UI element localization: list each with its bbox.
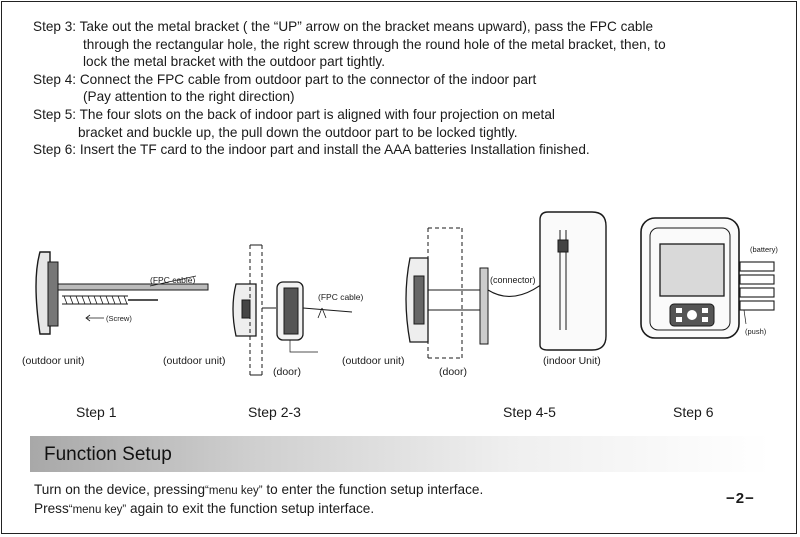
step-3-line-3: lock the metal bracket with the outdoor … [83, 54, 385, 70]
function-line-2-end: again to exit the function setup interfa… [126, 501, 375, 516]
diagrams-svg: (FPC cable) (Screw) (outdoor unit) (FPC … [22, 211, 778, 378]
step-6-line-1: Step 6: Insert the TF card to the indoor… [33, 142, 590, 158]
label-push: (push) [745, 327, 767, 336]
step-3-line-2: through the rectangular hole, the right … [83, 36, 666, 52]
caption-step-1: Step 1 [76, 404, 117, 420]
label-indoor-unit: (indoor Unit) [543, 355, 601, 367]
caption-step-6: Step 6 [673, 404, 714, 420]
label-door-2: (door) [439, 366, 467, 378]
menu-key-label-1: “menu key” [205, 485, 263, 497]
step-5-line-1: Step 5: The four slots on the back of in… [33, 106, 555, 122]
step-6: Step 6: Insert the TF card to the indoor… [33, 141, 783, 159]
label-outdoor-unit-2: (outdoor unit) [163, 355, 225, 367]
step-3: Step 3: Take out the metal bracket ( the… [33, 18, 783, 71]
step-4-line-1: Step 4: Connect the FPC cable from outdo… [33, 71, 537, 87]
step23-diagram [232, 244, 353, 376]
label-outdoor-unit-1: (outdoor unit) [22, 355, 84, 367]
function-line-2: Press“menu key” again to exit the functi… [34, 500, 483, 519]
label-battery: (battery) [750, 245, 778, 254]
function-line-1: Turn on the device, pressing“menu key” t… [34, 481, 483, 500]
function-line-1-end: to enter the function setup interface. [262, 482, 484, 497]
section-header-bar [30, 436, 770, 472]
installation-diagrams: (FPC cable) (Screw) (outdoor unit) (FPC … [0, 200, 800, 400]
menu-key-label-2: “menu key” [68, 504, 127, 516]
step-4-line-2: (Pay attention to the right direction) [83, 89, 295, 105]
page-number: −2− [726, 490, 755, 507]
step-4: Step 4: Connect the FPC cable from outdo… [33, 71, 783, 106]
step45-diagram [405, 211, 607, 359]
step-3-line-1: Step 3: Take out the metal bracket ( the… [33, 19, 654, 34]
label-connector: (connector) [490, 275, 536, 285]
label-fpc-cable-2: (FPC cable) [318, 292, 364, 302]
section-title: Function Setup [44, 444, 172, 465]
label-outdoor-unit-3: (outdoor unit) [342, 355, 404, 367]
caption-step-2-3: Step 2-3 [248, 404, 301, 420]
installation-steps: Step 3: Take out the metal bracket ( the… [33, 18, 783, 159]
function-line-1-start: Turn on the device, pressing [34, 482, 206, 497]
step-5-line-2: bracket and buckle up, the pull down the… [78, 124, 518, 140]
function-setup-text: Turn on the device, pressing“menu key” t… [34, 481, 483, 519]
label-screw: (Screw) [106, 314, 132, 323]
label-fpc-cable-1: (FPC cable) [150, 275, 196, 285]
caption-step-4-5: Step 4-5 [503, 404, 556, 420]
step-5: Step 5: The four slots on the back of in… [33, 106, 783, 141]
step6-diagram [640, 217, 775, 339]
label-door-1: (door) [273, 366, 301, 378]
function-line-2-start: Press [34, 501, 69, 516]
step1-diagram [35, 251, 209, 335]
